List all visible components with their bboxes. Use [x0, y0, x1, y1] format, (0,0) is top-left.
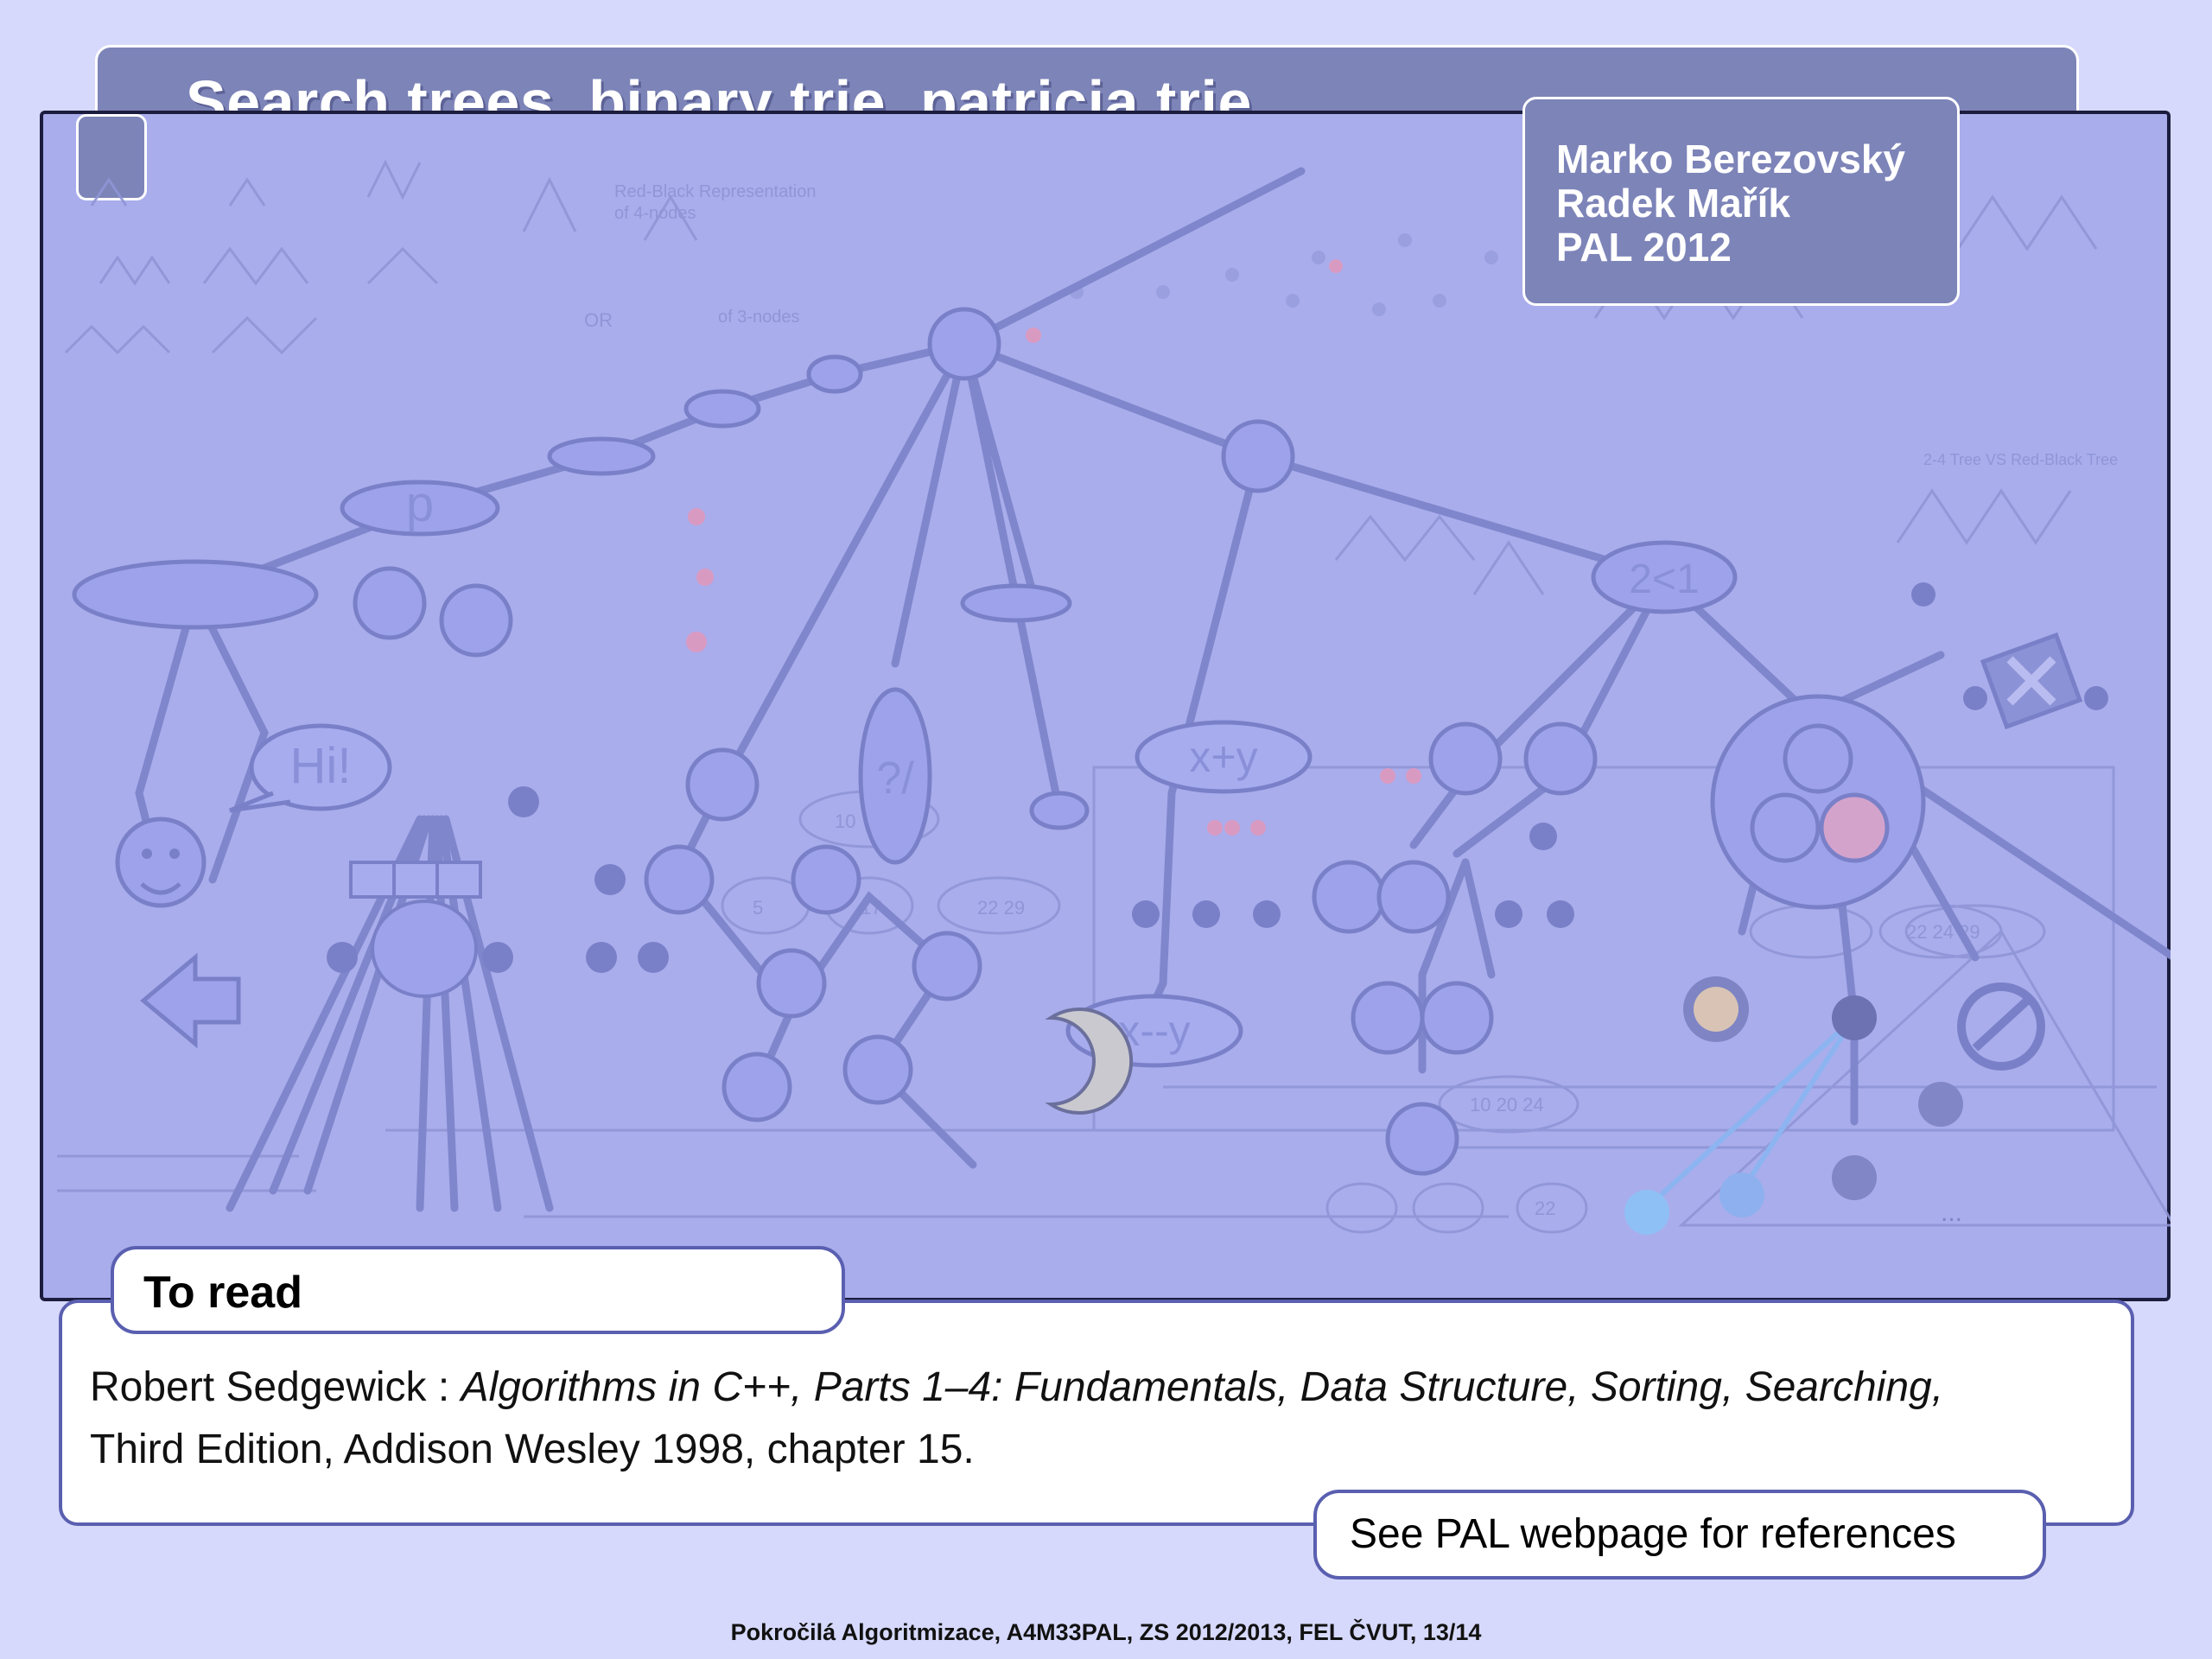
smiley-eye-left [142, 849, 152, 859]
p-label: p [406, 476, 434, 532]
small-dark-nodes [327, 582, 2108, 973]
pink-node [1819, 792, 1890, 863]
dark-node [1832, 995, 1877, 1040]
to-read-tab [111, 1246, 845, 1334]
faint-small-nodes [1070, 233, 1498, 316]
no-sign-icon [1957, 982, 2045, 1071]
author-name-2: Radek Mařík [1556, 181, 1791, 226]
question-slash-label: ?/ [876, 753, 914, 804]
sun-icon [1683, 976, 1749, 1042]
hi-label: Hi! [290, 738, 352, 794]
blue-edges [1644, 1015, 1857, 1211]
node-10-label: 10 [835, 810, 855, 832]
ellipsis-label: ... [1941, 1198, 1962, 1227]
faint-red-nodes [686, 259, 1421, 836]
reference-book-title: Algorithms in C++, Parts 1–4: Fundamenta… [461, 1364, 1944, 1410]
array-box-icon [349, 861, 482, 899]
blue-node [1624, 1190, 1669, 1235]
reference-author: Robert Sedgewick : [90, 1364, 461, 1410]
x-box-icon [1980, 632, 2083, 730]
blue-node-2 [1719, 1173, 1764, 1217]
faint-text-marks: Red-Black Representation of 4-nodes OR o… [584, 182, 2118, 1227]
node-2229-label: 22 29 [977, 897, 1025, 918]
smiley-icon [140, 882, 181, 895]
rb-representation-label: Red-Black Representation [614, 182, 816, 201]
x-plus-y-label: x+y [1189, 733, 1257, 781]
author-name-1: Marko Berezovský [1556, 137, 1905, 181]
speech-bubble-icon [229, 723, 392, 813]
or-label: OR [584, 309, 613, 331]
course-label: PAL 2012 [1556, 225, 1732, 270]
title-corner-decoration [76, 114, 147, 200]
moon-icon [1045, 1007, 1134, 1115]
cloud-icon-top [1135, 720, 1313, 794]
cloud-blob-icon [371, 899, 478, 998]
reference-details: Third Edition, Addison Wesley 1998, chap… [90, 1427, 975, 1472]
to-read-box [59, 1300, 2134, 1526]
three-nodes-label: of 3-nodes [718, 308, 800, 327]
left-arrow-icon [140, 952, 241, 1049]
smiley-eye-right [169, 849, 180, 859]
dark-node-3 [1832, 1155, 1877, 1200]
node-102024-label: 10 20 24 [1470, 1094, 1544, 1116]
rb-vs-label: 2-4 Tree VS Red-Black Tree [1923, 451, 2118, 468]
tree-collage-illustration: Red-Black Representation of 4-nodes OR o… [57, 159, 2171, 1235]
slide-footer: Pokročilá Algoritmizace, A4M33PAL, ZS 20… [730, 1619, 1482, 1645]
see-references-box: See PAL webpage for references [1313, 1490, 2046, 1580]
two-less-one-label: 2<1 [1629, 556, 1699, 602]
dark-node-2 [1918, 1082, 1963, 1127]
author-box: Marko Berezovský Radek Mařík PAL 2012 [1522, 97, 1960, 306]
see-references-text: See PAL webpage for references [1350, 1511, 1956, 1557]
node-5-label: 5 [753, 897, 763, 918]
node-22-label: 22 [1535, 1198, 1555, 1219]
reference-text: Robert Sedgewick : Algorithms in C++, Pa… [90, 1357, 2103, 1481]
rb-representation-sub-label: of 4-nodes [614, 204, 696, 223]
to-read-heading: To read [143, 1268, 302, 1318]
